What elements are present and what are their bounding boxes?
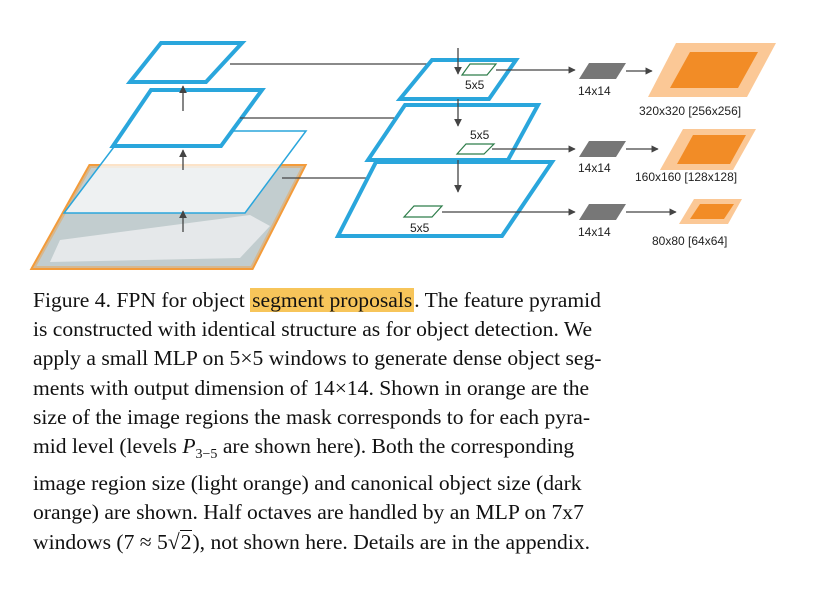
- caption-text: mid level (levels: [33, 434, 183, 459]
- window-label-top: 5x5: [465, 78, 485, 92]
- window-label-bot: 5x5: [410, 221, 430, 235]
- caption-text: . The feature pyramid: [414, 288, 601, 312]
- caption-line-6: mid level (levels P3−5 are shown here). …: [33, 432, 785, 469]
- caption-line-3: apply a small MLP on 5×5 windows to gene…: [33, 346, 602, 371]
- caption-line-7: image region size (light orange) and can…: [33, 471, 582, 496]
- caption-line-4: ments with output dimension of 14×14. Sh…: [33, 375, 590, 400]
- caption-line-5: size of the image regions the mask corre…: [33, 404, 591, 429]
- top-down-level-mid: [364, 103, 542, 162]
- size-label-mid: 160x160 [128x128]: [635, 170, 737, 184]
- top-down-level-top: [395, 58, 520, 101]
- caption-line-1: Figure 4. FPN for object segment proposa…: [33, 286, 785, 315]
- caption-text: Figure 4. FPN for object: [33, 288, 251, 312]
- caption-text: are shown here). Both the corresponding: [217, 434, 575, 459]
- pyramid-level-4: [125, 41, 247, 84]
- window-bot: [402, 205, 444, 218]
- caption-line-9: windows (7 ≈ 5√2), not shown here. Detai…: [33, 528, 785, 557]
- bottom-up-pyramid: [29, 41, 308, 270]
- window-mid: [455, 143, 496, 155]
- math-subscript: 3−5: [195, 447, 218, 463]
- sqrt-symbol: √: [167, 529, 180, 554]
- math-p: P: [182, 434, 196, 459]
- sqrt-radicand: 2: [179, 529, 193, 554]
- feature-map-bot: [579, 204, 626, 220]
- size-label-bot: 80x80 [64x64]: [652, 234, 727, 248]
- top-down-level-bot: [334, 160, 556, 238]
- highlighted-term: segment proposals: [250, 288, 415, 312]
- feature-label-bot: 14x14: [578, 225, 611, 239]
- top-down-pyramid: [334, 48, 556, 238]
- caption-text: windows (7 ≈ 5: [33, 529, 168, 554]
- caption-line-8: orange) are shown. Half octaves are hand…: [33, 500, 584, 525]
- figure-caption: Figure 4. FPN for object segment proposa…: [33, 286, 785, 557]
- window-label-mid: 5x5: [470, 128, 490, 142]
- feature-label-mid: 14x14: [578, 161, 611, 175]
- boat-photo-thumbnail-icon: [50, 215, 270, 262]
- pyramid-level-3: [109, 88, 266, 148]
- mask-object-top: [670, 52, 758, 88]
- pyramid-level-2: [62, 130, 308, 214]
- caption-line-2: is constructed with identical structure …: [33, 317, 593, 342]
- feature-label-top: 14x14: [578, 84, 611, 98]
- fpn-segment-proposal-figure: 5x5 5x5 5x5 14x14 14x14 14x14 320x320 [2…: [29, 41, 776, 270]
- window-top: [460, 63, 498, 76]
- size-label-top: 320x320 [256x256]: [639, 104, 741, 118]
- caption-text: ), not shown here. Details are in the ap…: [192, 529, 591, 554]
- mask-object-bot: [690, 204, 734, 219]
- mask-object-mid: [677, 135, 746, 164]
- feature-map-top: [579, 63, 626, 79]
- feature-map-mid: [579, 141, 626, 157]
